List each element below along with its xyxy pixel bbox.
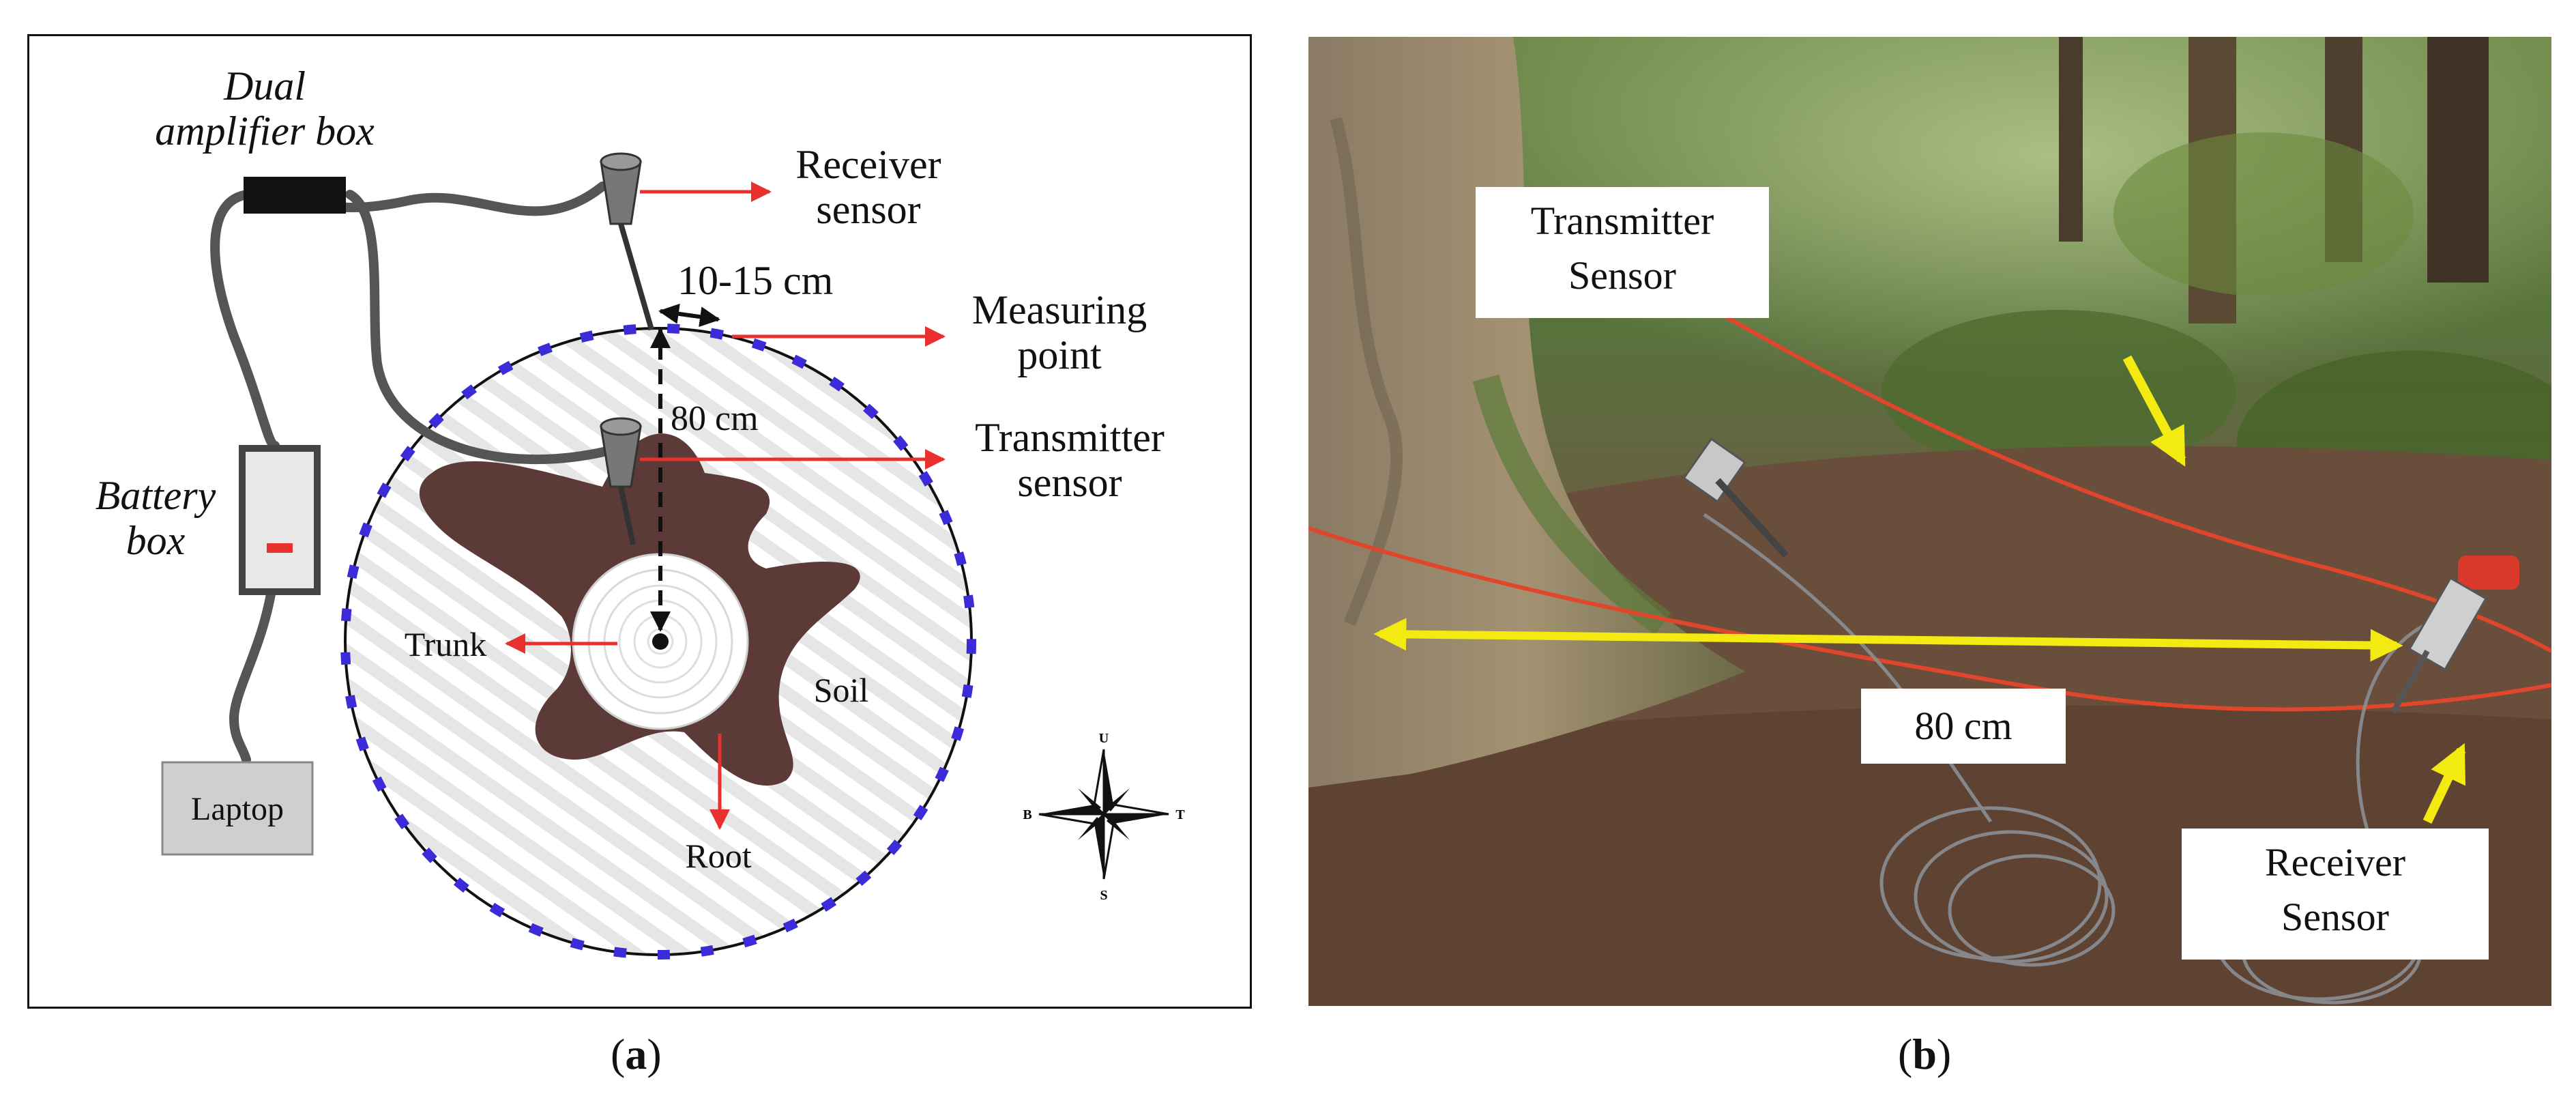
diagram-canvas: U S B T [161,152,1185,960]
caption-a-open: ( [611,1030,626,1078]
distance-10-15-arrow [658,303,720,328]
caption-a-close: ) [647,1030,662,1078]
trunk-label: Trunk [404,625,487,663]
photo-distance-80-arrow [1373,618,2403,662]
transmitter-sensor-probe [600,417,642,545]
caption-a: (a) [611,1029,662,1080]
receiver-sensor-probe [600,152,654,331]
photo-transmitter-sensor [1682,437,1789,558]
caption-b-letter: b [1912,1030,1937,1078]
distance-10-15-label: 10-15 cm [677,258,834,303]
photo-distance-80-label: 80 cm [1861,689,2066,764]
caption-b: (b) [1898,1029,1951,1080]
caption-b-close: ) [1936,1030,1952,1078]
compass-south: S [1100,888,1107,903]
laptop-label: Laptop [191,791,284,827]
compass-north: U [1099,731,1109,746]
battery-indicator [267,543,293,553]
soil-label: Soil [813,671,869,709]
distance-80-label: 80 cm [671,399,759,438]
laptop-box [161,761,314,856]
compass-west: B [1023,807,1031,822]
photo-transmitter-arrow [2122,355,2186,467]
caption-b-open: ( [1898,1030,1913,1078]
root-label: Root [685,837,752,875]
compass-east: T [1175,807,1185,822]
dual-amplifier-box [244,177,346,214]
caption-a-letter: a [625,1030,647,1078]
compass-rose-icon: U S B T [1023,731,1185,903]
measuring-points-ring [340,323,976,960]
battery-box [239,445,321,595]
photo-receiver-sensor [2390,556,2519,714]
photo-receiver-arrow [2423,743,2466,824]
